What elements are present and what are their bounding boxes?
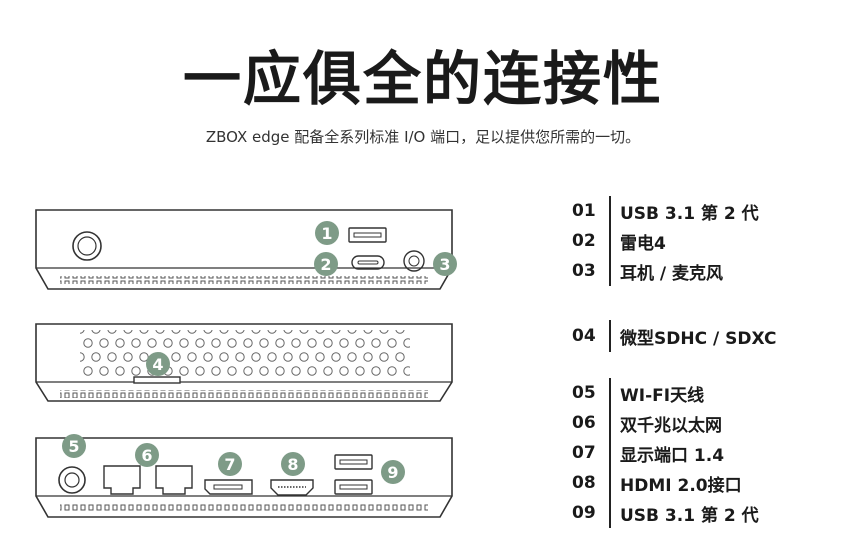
badge-number: 7 bbox=[224, 455, 235, 474]
device-illustrations: 1 2 3 4 5 6 7 8 9 bbox=[35, 209, 457, 518]
spec-label: 双千兆以太网 bbox=[620, 415, 722, 436]
power-button-icon bbox=[72, 231, 102, 261]
spec-label: 微型SDHC / SDXC bbox=[620, 328, 777, 349]
ethernet-port-icon bbox=[155, 465, 193, 495]
badge-number: 2 bbox=[320, 255, 331, 274]
badge-number: 5 bbox=[68, 437, 79, 456]
group-divider bbox=[609, 378, 611, 528]
badge-8: 8 bbox=[281, 452, 305, 476]
spec-label: HDMI 2.0接口 bbox=[620, 475, 742, 496]
group-divider bbox=[609, 320, 611, 352]
spec-number: 01 bbox=[572, 201, 596, 221]
sd-card-slot-icon bbox=[133, 376, 181, 384]
badge-number: 1 bbox=[321, 224, 332, 243]
hdmi-port-icon bbox=[270, 479, 314, 496]
displayport-icon bbox=[204, 479, 253, 495]
badge-6: 6 bbox=[135, 443, 159, 467]
spec-label: WI-FI天线 bbox=[620, 385, 705, 406]
spec-label: 显示端口 1.4 bbox=[620, 445, 725, 466]
spec-number: 05 bbox=[572, 383, 596, 403]
wifi-antenna-connector-icon bbox=[58, 466, 86, 494]
badge-number: 6 bbox=[141, 446, 152, 465]
spec-number: 06 bbox=[572, 413, 596, 433]
page-subtitle: ZBOX edge 配备全系列标准 I/O 端口，足以提供您所需的一切。 bbox=[205, 128, 641, 146]
spec-label: 雷电4 bbox=[620, 233, 666, 254]
spec-number: 08 bbox=[572, 473, 596, 493]
spec-row: 01 USB 3.1 第 2 代 bbox=[572, 197, 759, 225]
group-divider bbox=[609, 196, 611, 286]
badge-number: 3 bbox=[439, 255, 450, 274]
page-title: 一应俱全的连接性 bbox=[182, 45, 663, 113]
spec-label: USB 3.1 第 2 代 bbox=[620, 505, 759, 526]
badge-7: 7 bbox=[218, 452, 242, 476]
usb-a-port-icon bbox=[334, 479, 373, 495]
spec-number: 02 bbox=[572, 231, 596, 251]
usb-a-port-icon bbox=[348, 227, 387, 243]
thunderbolt-port-icon bbox=[351, 255, 385, 270]
spec-row: 02 雷电4 bbox=[572, 227, 666, 255]
device-side-view bbox=[35, 323, 453, 402]
spec-row: 06 双千兆以太网 bbox=[572, 409, 722, 437]
spec-label: 耳机 / 麦克风 bbox=[620, 263, 724, 284]
badge-1: 1 bbox=[315, 221, 339, 245]
spec-row: 04 微型SDHC / SDXC bbox=[572, 322, 776, 350]
spec-number: 07 bbox=[572, 443, 596, 463]
spec-row: 09 USB 3.1 第 2 代 bbox=[572, 499, 759, 527]
usb-a-port-icon bbox=[334, 454, 373, 470]
badge-number: 8 bbox=[287, 455, 298, 474]
vent-grille bbox=[60, 390, 428, 398]
audio-jack-icon bbox=[403, 250, 425, 272]
spec-number: 09 bbox=[572, 503, 596, 523]
spec-row: 07 显示端口 1.4 bbox=[572, 439, 724, 467]
spec-row: 08 HDMI 2.0接口 bbox=[572, 469, 742, 497]
badge-number: 9 bbox=[387, 463, 398, 482]
hex-vent-pattern bbox=[80, 330, 410, 380]
ethernet-port-icon bbox=[103, 465, 141, 495]
spec-row: 05 WI-FI天线 bbox=[572, 379, 704, 407]
badge-9: 9 bbox=[381, 460, 405, 484]
badge-2: 2 bbox=[314, 252, 338, 276]
device-front-view bbox=[35, 209, 453, 290]
vent-grille bbox=[60, 276, 428, 284]
spec-number: 03 bbox=[572, 261, 596, 281]
spec-number: 04 bbox=[572, 326, 596, 346]
badge-3: 3 bbox=[433, 252, 457, 276]
badge-5: 5 bbox=[62, 434, 86, 458]
spec-row: 03 耳机 / 麦克风 bbox=[572, 257, 723, 285]
vent-grille bbox=[60, 504, 428, 512]
badge-number: 4 bbox=[152, 355, 163, 374]
spec-label: USB 3.1 第 2 代 bbox=[620, 203, 759, 224]
badge-4: 4 bbox=[146, 352, 170, 376]
